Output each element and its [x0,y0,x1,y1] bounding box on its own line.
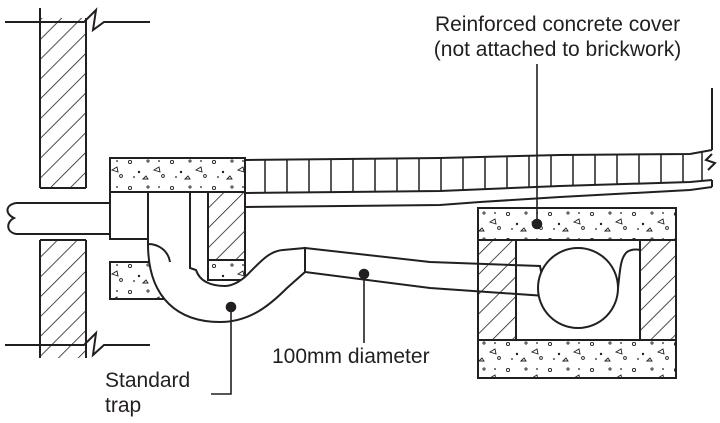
trap-label-line2: trap [105,394,142,417]
cover-label-line1: Reinforced concrete cover [434,13,681,36]
trap-label: Standard trap [105,368,190,418]
trap-label-line1: Standard [105,369,191,392]
trap-slab [109,157,246,193]
cover-label: Reinforced concrete cover (not attached … [395,12,720,62]
brick-wall [5,7,150,358]
leader-lines [211,64,543,395]
inspection-chamber [477,207,677,379]
diameter-label: 100mm diameter [272,345,430,368]
cover-label-line2: (not attached to brickwork) [433,38,682,61]
covered-channel [244,88,717,208]
